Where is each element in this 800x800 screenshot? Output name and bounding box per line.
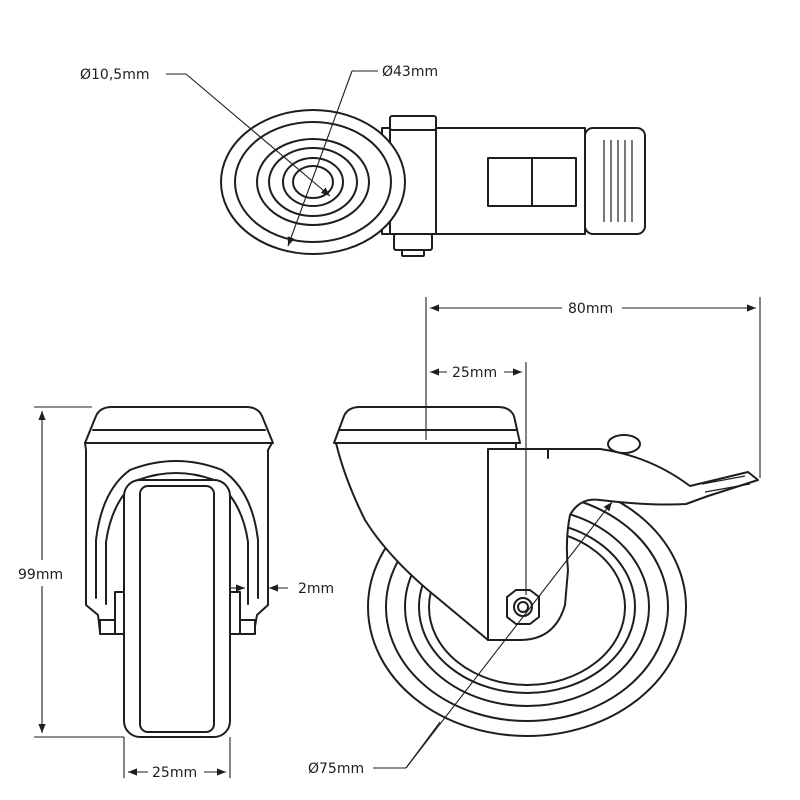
label-side-gap: 2mm	[298, 581, 334, 597]
dimension-wheel-width: 25mm	[123, 737, 231, 781]
front-view	[84, 406, 274, 738]
label-wheel-width: 25mm	[152, 765, 197, 781]
dimension-total-length: 80mm	[425, 297, 761, 478]
label-offset: 25mm	[452, 365, 497, 381]
label-plate-diameter: Ø43mm	[382, 64, 438, 80]
top-view	[220, 109, 646, 257]
dimension-offset: 25mm	[430, 362, 527, 595]
label-wheel-diameter: Ø75mm	[308, 761, 364, 777]
dimension-wheel-diameter: Ø75mm	[308, 501, 613, 777]
side-view	[333, 406, 759, 737]
label-total-height: 99mm	[18, 567, 63, 583]
label-total-length: 80mm	[568, 301, 613, 317]
dimension-plate: Ø43mm	[287, 64, 438, 247]
dimension-side-gap: 2mm	[230, 581, 334, 597]
label-bolt-hole-diameter: Ø10,5mm	[80, 67, 149, 83]
dimension-bolt-hole: Ø10,5mm	[80, 67, 331, 197]
dimension-total-height: 99mm	[18, 406, 124, 738]
